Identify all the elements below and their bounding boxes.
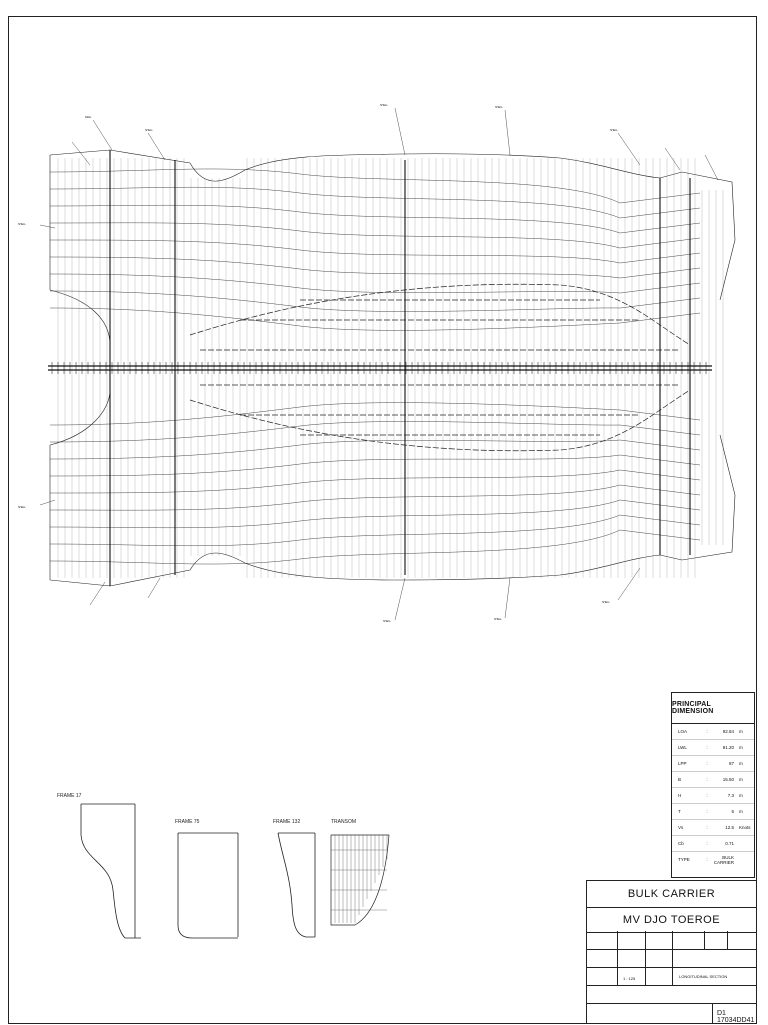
svg-text:SHELL: SHELL <box>145 129 154 132</box>
dimension-value: BULK CARRIER <box>713 854 734 865</box>
dimension-key: Cb <box>678 841 684 846</box>
dimension-value: 91.20 <box>722 745 734 750</box>
dimension-value: 15.50 <box>722 777 734 782</box>
ship-name: MV DJO TOEROE <box>587 908 756 933</box>
dimension-value: 0.71 <box>725 841 734 846</box>
title-block-grid: LONGITUDINAL SECTION 1 : 125 D1 17034DD4… <box>587 931 756 1024</box>
dimension-unit: Knots <box>739 825 751 830</box>
dimension-row: Vs: 12.5 Knots <box>672 820 754 836</box>
dimension-value: 92.84 <box>722 729 734 734</box>
scale-value: 1 : 125 <box>623 976 636 981</box>
dimension-colon: : <box>706 825 708 830</box>
dimension-colon: : <box>706 857 708 862</box>
dimension-value: 12.5 <box>725 825 734 830</box>
frame-17-section: FRAME 17 <box>57 793 141 939</box>
svg-text:SHELL: SHELL <box>495 106 504 109</box>
dimension-value: 7.3 <box>727 793 734 798</box>
drawing-title-main: BULK CARRIER <box>587 881 756 908</box>
transom-label: TRANSOM <box>331 819 356 825</box>
dimension-colon: : <box>706 793 708 798</box>
dimension-key: TYPE <box>678 857 690 862</box>
dimension-colon: : <box>706 809 708 814</box>
dimension-key: B <box>678 777 682 782</box>
dimension-key: Vs <box>678 825 684 830</box>
transom-section: TRANSOM <box>330 819 390 926</box>
svg-text:SHELL: SHELL <box>383 620 392 623</box>
dimension-colon: : <box>706 729 708 734</box>
dimension-value: 87 <box>728 761 734 766</box>
svg-text:SHELL: SHELL <box>610 129 619 132</box>
drawing-description: LONGITUDINAL SECTION <box>679 974 728 979</box>
svg-text:SHELL: SHELL <box>18 506 27 509</box>
dimension-unit: m <box>739 729 743 734</box>
svg-text:SHELL: SHELL <box>602 601 611 604</box>
frame-132-label: FRAME 132 <box>273 819 300 825</box>
dimension-unit: m <box>739 793 743 798</box>
dimension-colon: : <box>706 777 708 782</box>
dimension-colon: : <box>706 841 708 846</box>
dimension-row: B: 15.50 m <box>672 772 754 788</box>
svg-text:KEEL: KEEL <box>85 116 92 119</box>
principal-dimension-title: PRINCIPAL DIMENSION <box>672 693 754 724</box>
drawing-number: D1 17034DD41 <box>717 1010 755 1024</box>
frame-75-section: FRAME 75 <box>175 819 239 939</box>
dimension-key: LPP <box>678 761 687 766</box>
dimension-unit: m <box>739 761 743 766</box>
svg-text:SHELL: SHELL <box>18 223 27 226</box>
dimension-key: H <box>678 793 682 798</box>
dimension-colon: : <box>706 761 708 766</box>
frame-17-label: FRAME 17 <box>57 793 82 799</box>
svg-text:SHELL: SHELL <box>494 618 503 621</box>
dimension-row: LWL: 91.20 m <box>672 740 754 756</box>
dimension-key: LWL <box>678 745 687 750</box>
dimension-key: LOA <box>678 729 688 734</box>
frame-132-section: FRAME 132 <box>273 819 316 938</box>
dimension-row: H: 7.3 m <box>672 788 754 804</box>
dimension-value: 5 <box>731 809 734 814</box>
dimension-row: LPP: 87 m <box>672 756 754 772</box>
dimension-key: T <box>678 809 681 814</box>
dimension-row: LOA: 92.84 m <box>672 724 754 740</box>
dimension-unit: m <box>739 809 743 814</box>
dimension-row: Cb: 0.71 <box>672 836 754 852</box>
frame-75-label: FRAME 75 <box>175 819 200 825</box>
dimension-colon: : <box>706 745 708 750</box>
title-block: BULK CARRIER MV DJO TOEROE LONGITUDINAL … <box>586 880 757 1024</box>
dimension-unit: m <box>739 745 743 750</box>
svg-text:SHELL: SHELL <box>380 104 389 107</box>
dimension-row: TYPE: BULK CARRIER <box>672 852 754 867</box>
dimension-unit: m <box>739 777 743 782</box>
